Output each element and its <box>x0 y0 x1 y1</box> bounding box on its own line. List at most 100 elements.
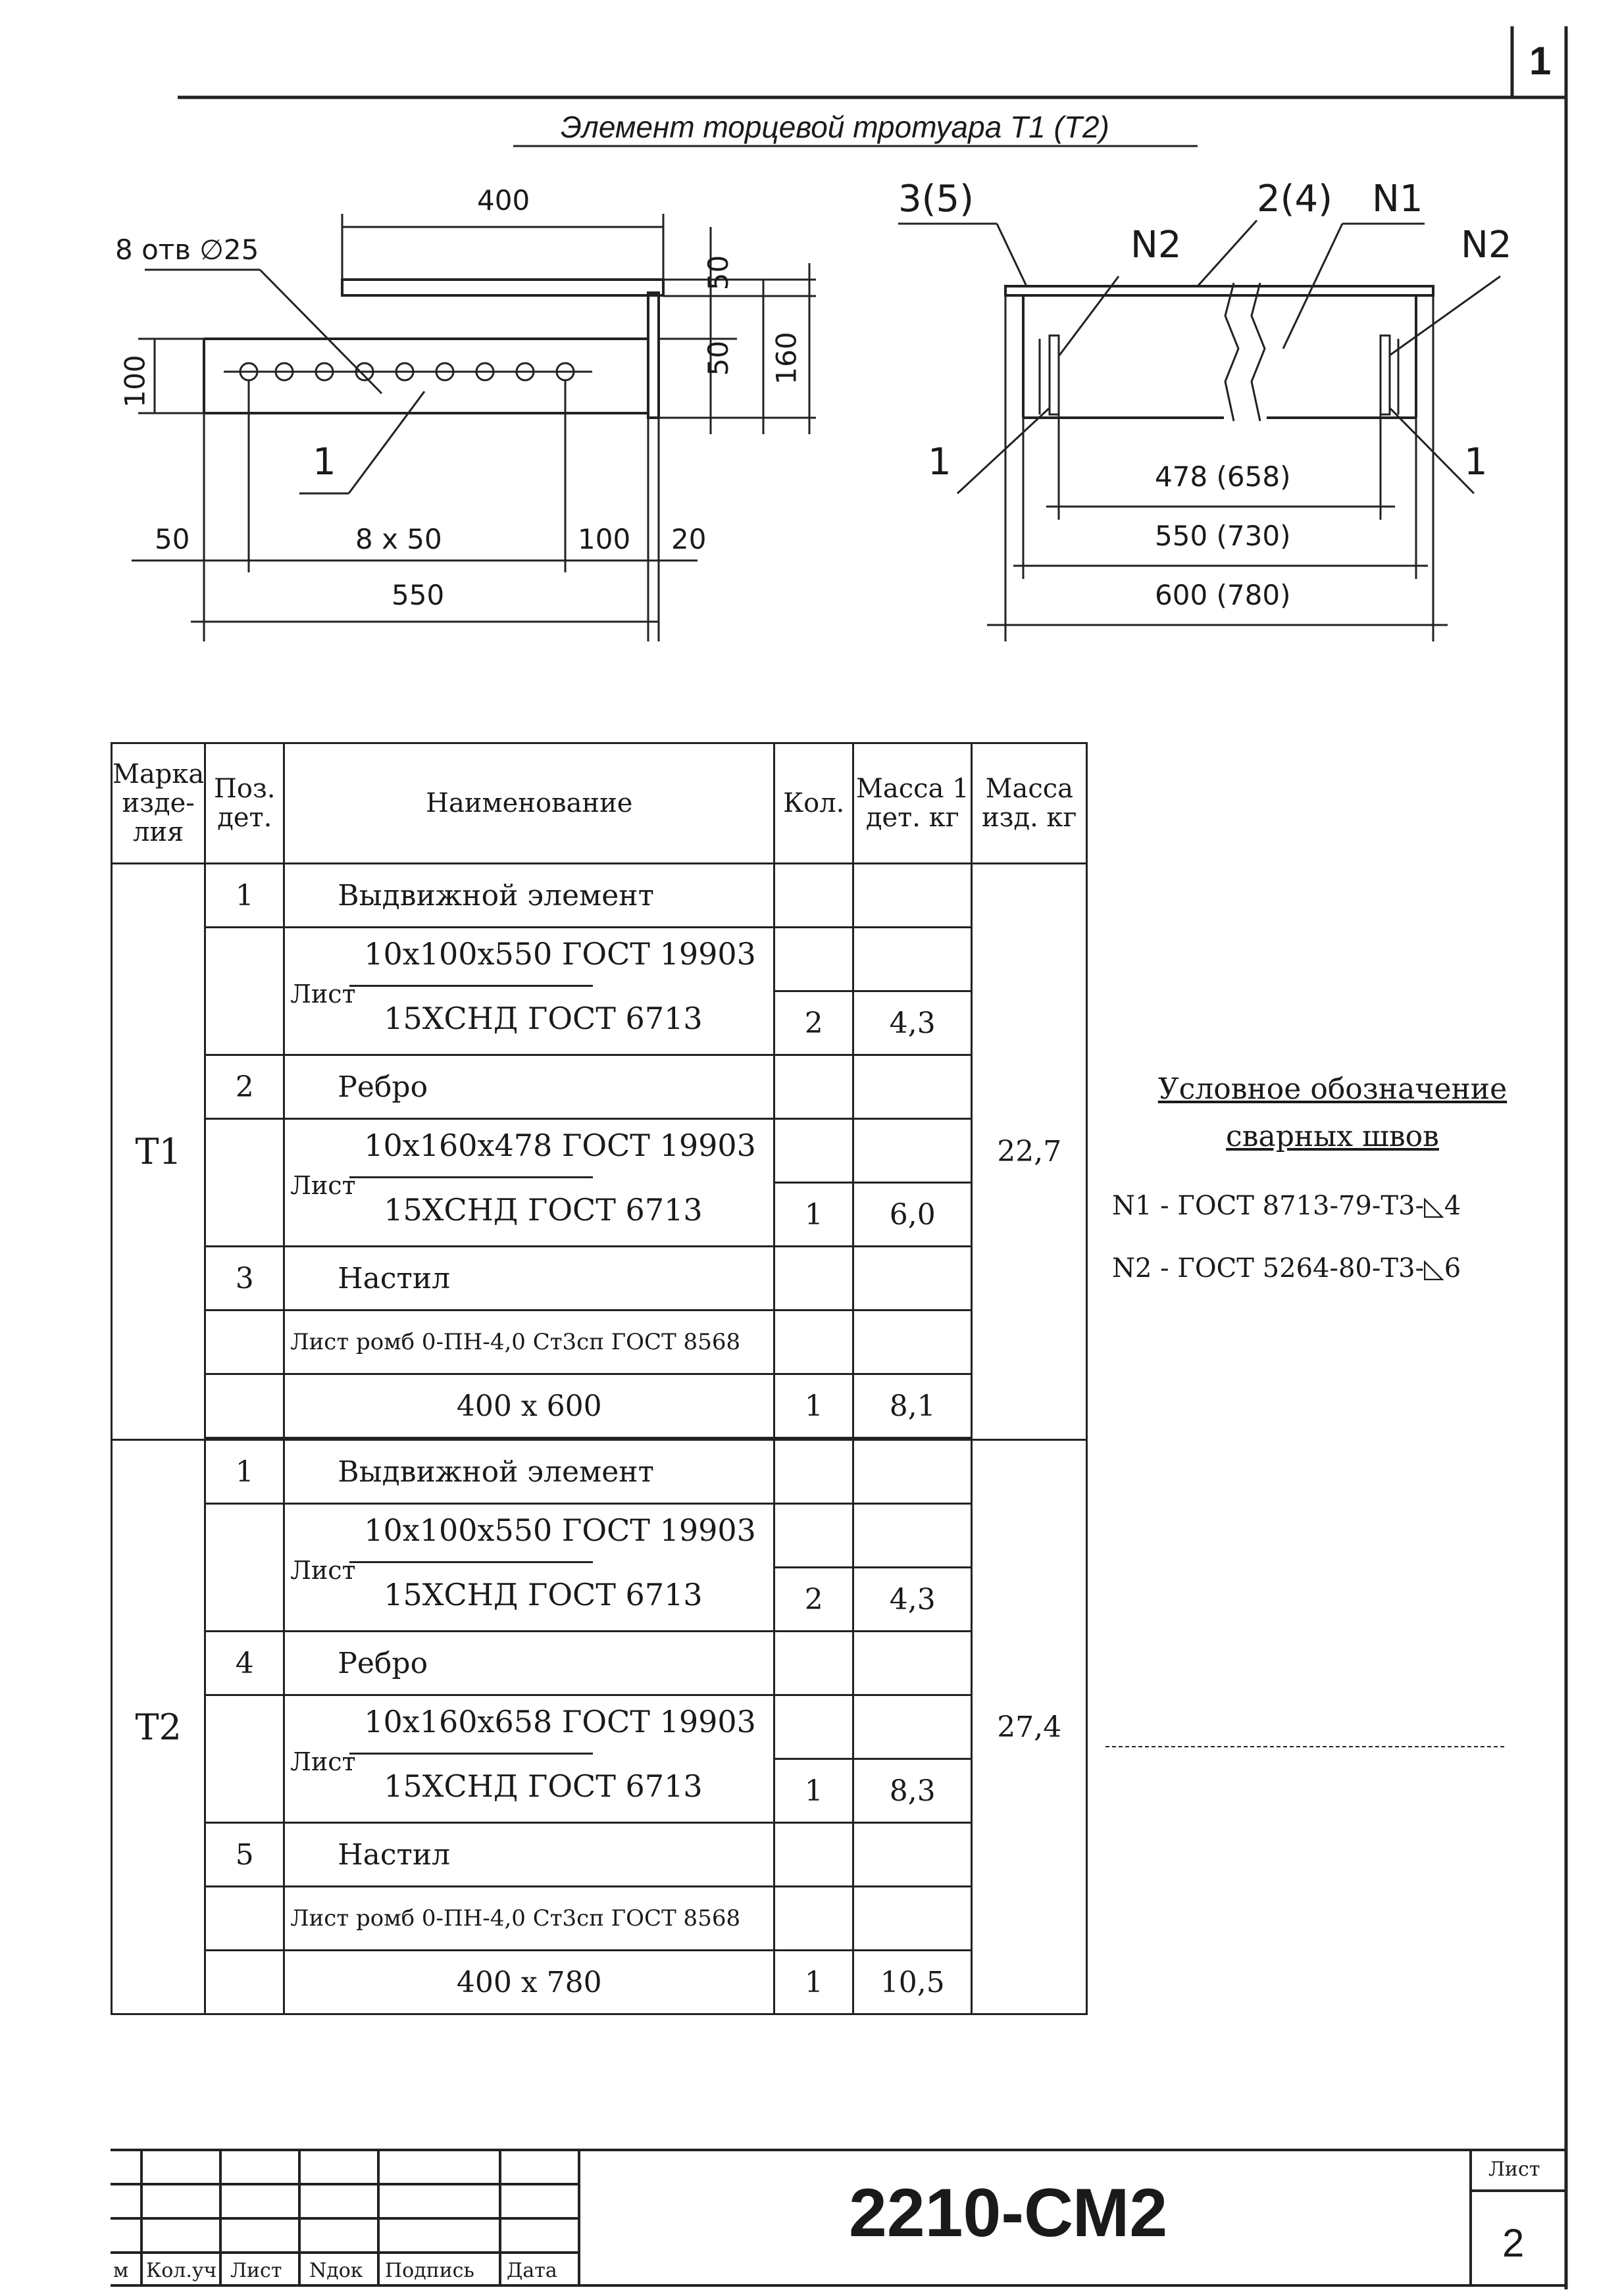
dim-550: 550 <box>392 579 445 611</box>
qty-cell: 1 <box>773 1373 855 1439</box>
table-row: 2 4,3 <box>112 990 1087 1056</box>
col-name-header: Наименование <box>283 742 776 864</box>
table-row: 10x160x658 ГОСТ 19903 Лист 15ХСНД ГОСТ 6… <box>112 1694 1087 1824</box>
fraction-line <box>349 1753 594 1755</box>
table-row: 10x100x550 ГОСТ 19903 Лист 15ХСНД ГОСТ 6… <box>112 1503 1087 1632</box>
fraction-line <box>349 1561 594 1563</box>
sheet-steel: 15ХСНД ГОСТ 6713 <box>384 1192 703 1228</box>
title-block <box>111 2149 1566 2285</box>
mass-cell: 4,3 <box>852 990 973 1056</box>
dim-100: 100 <box>118 355 151 408</box>
dim-50-mid: 50 <box>702 340 735 376</box>
document-code: 2210-СМ2 <box>849 2175 1168 2251</box>
holes-label: 8 отв ∅25 <box>115 234 259 266</box>
sheet-spec-cell: 10x160x658 ГОСТ 19903 Лист 15ХСНД ГОСТ 6… <box>283 1694 776 1824</box>
dim-8x50: 8 x 50 <box>355 523 442 555</box>
col-pos-header: Поз. дет. <box>204 742 286 864</box>
tb-label-m: м <box>113 2259 129 2282</box>
dim-550-730: 550 (730) <box>1155 520 1291 552</box>
sheet-label: Лист <box>290 1171 356 1200</box>
tb-label-podpis: Подпись <box>385 2259 474 2282</box>
label-n1: N1 <box>1372 178 1423 220</box>
table-row: 1 6,0 <box>112 1182 1087 1247</box>
end-view-drawing <box>898 219 1501 641</box>
sheet-size: 10x160x478 ГОСТ 19903 <box>364 1128 756 1163</box>
label-3-5: 3(5) <box>898 178 974 220</box>
name-cell: Выдвижной элемент <box>283 862 776 928</box>
name-cell: Настил <box>283 1822 776 1887</box>
sheet-label: Лист <box>290 980 356 1009</box>
legend-item-n2: N2 - ГОСТ 5264-80-Т3-◺6 <box>1112 1253 1461 1284</box>
weld-legend-title: Условное обозначение сварных швов <box>1128 1066 1536 1160</box>
col-mark-header: Марка изде-лия <box>110 742 207 864</box>
size-cell: 400 x 600 <box>283 1373 776 1439</box>
mass-cell: 4,3 <box>852 1566 973 1632</box>
dim-600-780: 600 (780) <box>1155 579 1291 611</box>
pos-cell: 2 <box>204 1054 286 1120</box>
size-cell: 400 x 780 <box>283 1949 776 2015</box>
sheet-spec-cell: 10x100x550 ГОСТ 19903 Лист 15ХСНД ГОСТ 6… <box>283 926 776 1056</box>
mass-cell: 8,3 <box>852 1758 973 1824</box>
legend-title-line1: Условное обозначение <box>1157 1072 1508 1106</box>
tb-sheet-label: Лист <box>1488 2158 1540 2181</box>
qty-cell: 1 <box>773 1758 855 1824</box>
mass-cell: 6,0 <box>852 1182 973 1247</box>
name-cell: Ребро <box>283 1630 776 1696</box>
pos-cell: 1 <box>204 1439 286 1505</box>
qty-cell: 1 <box>773 1949 855 2015</box>
label-n2-right: N2 <box>1461 224 1512 266</box>
table-row: 3 Настил <box>112 1245 1087 1311</box>
sheet-spec-cell: 10x160x478 ГОСТ 19903 Лист 15ХСНД ГОСТ 6… <box>283 1118 776 1247</box>
table-row: 400 x 600 1 8,1 <box>112 1373 1087 1439</box>
legend-item-n1: N1 - ГОСТ 8713-79-Т3-◺4 <box>1112 1191 1461 1221</box>
sheet-spec-cell: 10x100x550 ГОСТ 19903 Лист 15ХСНД ГОСТ 6… <box>283 1503 776 1632</box>
mass-cell: 10,5 <box>852 1949 973 2015</box>
position-1-right-b: 1 <box>1464 441 1488 484</box>
sheet-steel: 15ХСНД ГОСТ 6713 <box>384 1768 703 1804</box>
table-header-row: Марка изде-лия Поз. дет. Наименование Ко… <box>110 742 1088 864</box>
sheet-number-top: 1 <box>1529 39 1552 83</box>
mark-cell-t1: Т1 <box>110 862 207 1441</box>
sheet-size: 10x160x658 ГОСТ 19903 <box>364 1704 756 1739</box>
table-row: Лист ромб 0-ПН-4,0 Ст3сп ГОСТ 8568 <box>112 1309 1087 1375</box>
name-cell: Ребро <box>283 1054 776 1120</box>
tb-label-ndok: Nдок <box>309 2259 363 2282</box>
pos-cell: 5 <box>204 1822 286 1887</box>
col-mass1-header: Масса 1 дет. кг <box>852 742 973 864</box>
sheet-label: Лист <box>290 1556 356 1585</box>
dim-100-bottom: 100 <box>578 523 631 555</box>
table-row: 2 Ребро <box>112 1054 1087 1120</box>
drawing-title: Элемент торцевой тротуара Т1 (Т2) <box>561 110 1109 144</box>
legend-title-line2: сварных швов <box>1226 1120 1439 1153</box>
table-row: Т1 1 Выдвижной элемент 22,7 <box>110 862 1088 1441</box>
dim-478-658: 478 (658) <box>1155 461 1291 493</box>
side-view-drawing <box>132 214 816 641</box>
tb-label-data: Дата <box>507 2259 557 2282</box>
fraction-line <box>349 1176 594 1178</box>
qty-cell: 2 <box>773 1566 855 1632</box>
col-mass-total-header: Масса изд. кг <box>971 742 1088 864</box>
mass-total-t2: 27,4 <box>971 1439 1088 2015</box>
table-row: 5 Настил <box>112 1822 1087 1887</box>
pos-cell: 4 <box>204 1630 286 1696</box>
name-cell: Выдвижной элемент <box>283 1439 776 1505</box>
mark-cell-t2: Т2 <box>110 1439 207 2015</box>
dim-400: 400 <box>477 184 530 216</box>
table-row: Т2 1 Выдвижной элемент 27,4 <box>110 1439 1088 2015</box>
dim-50-bottom: 50 <box>155 523 190 555</box>
name-cell: Настил <box>283 1245 776 1311</box>
qty-cell: 1 <box>773 1182 855 1247</box>
pos-cell: 3 <box>204 1245 286 1311</box>
pos-cell: 1 <box>204 862 286 928</box>
dim-20: 20 <box>671 523 707 555</box>
table-row: Лист ромб 0-ПН-4,0 Ст3сп ГОСТ 8568 <box>112 1885 1087 1951</box>
table-row: 2 4,3 <box>112 1566 1087 1632</box>
sheet-steel: 15ХСНД ГОСТ 6713 <box>384 1001 703 1036</box>
tb-label-list: Лист <box>230 2259 282 2282</box>
tb-sheet-value: 2 <box>1502 2221 1525 2265</box>
table-row: 10x100x550 ГОСТ 19903 Лист 15ХСНД ГОСТ 6… <box>112 926 1087 1056</box>
qty-cell: 2 <box>773 990 855 1056</box>
position-1-left: 1 <box>313 441 336 484</box>
table-row: 4 Ребро <box>112 1630 1087 1696</box>
